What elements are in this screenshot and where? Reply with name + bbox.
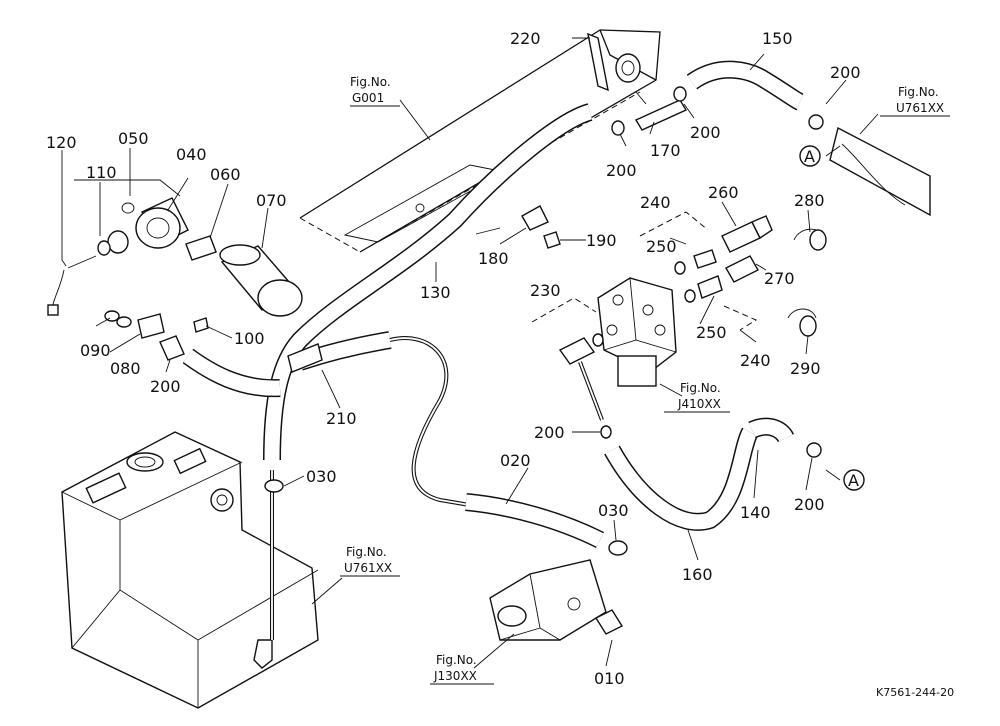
fig-ref-g001-line1: Fig.No. xyxy=(350,75,391,89)
frame-beam xyxy=(299,29,661,253)
coupler-260 xyxy=(721,215,773,253)
gear-pump xyxy=(489,559,624,641)
part-label-260: 260 xyxy=(708,183,739,202)
part-label-090: 090 xyxy=(80,341,111,360)
hose-clamp-210 xyxy=(287,343,323,373)
part-label-150: 150 xyxy=(762,29,793,48)
part-label-250-upper: 250 xyxy=(646,237,677,256)
part-label-250-lower: 250 xyxy=(696,323,727,342)
part-label-040: 040 xyxy=(176,145,207,164)
control-valve xyxy=(597,277,677,387)
fuel-tank xyxy=(61,431,319,709)
clamp-strap-220 xyxy=(587,32,609,92)
fig-ref-j410-line1: Fig.No. xyxy=(680,381,721,395)
fig-ref-u761-bottom-line1: Fig.No. xyxy=(346,545,387,559)
part-label-230: 230 xyxy=(530,281,561,300)
part-label-200-filter: 200 xyxy=(150,377,181,396)
part-label-050: 050 xyxy=(118,129,149,148)
fig-ref-j130-line1: Fig.No. xyxy=(436,653,477,667)
part-label-240-top: 240 xyxy=(640,193,671,212)
part-label-110: 110 xyxy=(86,163,117,182)
part-label-220: 220 xyxy=(510,29,541,48)
part-label-200-top-right: 200 xyxy=(830,63,861,82)
bolt-190 xyxy=(543,231,561,249)
coupler-270 xyxy=(725,255,759,283)
part-label-200-hose-140: 200 xyxy=(794,495,825,514)
part-label-270: 270 xyxy=(764,269,795,288)
part-label-200-pipe: 200 xyxy=(690,123,721,142)
hose-150 xyxy=(686,60,931,217)
elbow-fitting-230 xyxy=(558,333,604,365)
clamp-180 xyxy=(521,205,549,231)
part-label-170: 170 xyxy=(650,141,681,160)
hose-clamp-030-right xyxy=(608,540,628,556)
part-label-180: 180 xyxy=(478,249,509,268)
fig-ref-g001-line2: G001 xyxy=(352,91,384,105)
part-label-130: 130 xyxy=(420,283,451,302)
fig-ref-u761-top-line1: Fig.No. xyxy=(898,85,939,99)
group-box-240-top xyxy=(639,211,709,237)
marker-a-top-label: A xyxy=(804,147,815,166)
part-label-070: 070 xyxy=(256,191,287,210)
hose-160 xyxy=(578,361,759,531)
marker-a-bottom-label: A xyxy=(848,471,859,490)
marker-a-top: A xyxy=(799,145,821,167)
part-label-120: 120 xyxy=(46,133,77,152)
pipe-020 xyxy=(389,336,605,549)
dust-cap-280 xyxy=(793,228,827,251)
fig-ref-j410-line2: J410XX xyxy=(677,397,721,411)
part-label-160: 160 xyxy=(682,565,713,584)
part-label-010: 010 xyxy=(594,669,625,688)
part-label-210: 210 xyxy=(326,409,357,428)
oil-filter-070 xyxy=(219,244,303,317)
hose-clamp-200-group xyxy=(600,86,824,458)
part-label-290: 290 xyxy=(790,359,821,378)
pipe-170 xyxy=(634,99,688,131)
part-label-240-bottom: 240 xyxy=(740,351,771,370)
part-label-200-hose-160: 200 xyxy=(534,423,565,442)
part-label-080: 080 xyxy=(110,359,141,378)
fitting-250-lower xyxy=(684,275,723,303)
filter-assembly xyxy=(47,197,303,398)
part-label-100: 100 xyxy=(234,329,265,348)
part-label-020: 020 xyxy=(500,451,531,470)
marker-a-bottom: A xyxy=(843,469,865,491)
drawing-code: K7561-244-20 xyxy=(876,686,954,699)
part-label-190: 190 xyxy=(586,231,617,250)
part-label-140: 140 xyxy=(740,503,771,522)
fig-ref-u761-top-line2: U761XX xyxy=(896,101,944,115)
part-label-280: 280 xyxy=(794,191,825,210)
leader-lines xyxy=(61,37,879,669)
part-label-060: 060 xyxy=(210,165,241,184)
part-label-030-right: 030 xyxy=(598,501,629,520)
fig-ref-u761-bottom-line2: U761XX xyxy=(344,561,392,575)
part-label-200-left-clamp: 200 xyxy=(606,161,637,180)
group-box-240-bottom xyxy=(723,305,758,331)
group-box-230 xyxy=(531,297,597,323)
dust-plug-290 xyxy=(787,308,817,337)
hose-clamp-030-left xyxy=(264,479,284,493)
fitting-250-upper xyxy=(674,249,717,275)
hose-140 xyxy=(748,417,795,443)
fig-ref-j130-line2: J130XX xyxy=(433,669,477,683)
part-label-030-left: 030 xyxy=(306,467,337,486)
